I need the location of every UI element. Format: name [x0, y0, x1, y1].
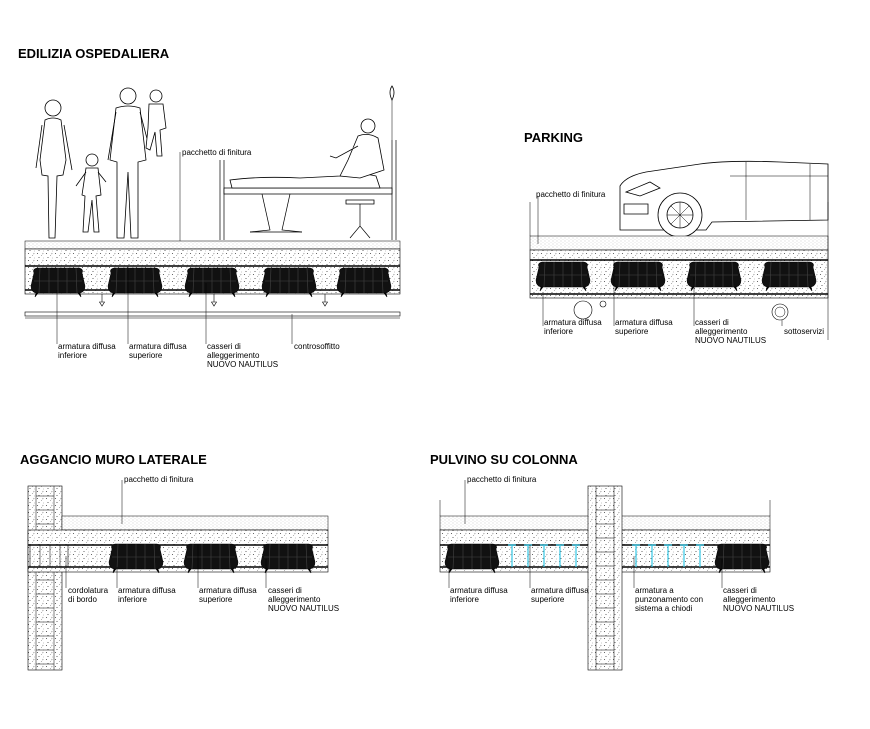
label-formwork-1: casseri di [207, 342, 241, 351]
label-formwork-2: alleggerimento [695, 327, 748, 336]
label-upper-rebar-2: superiore [129, 351, 163, 360]
label-formwork-3: NUOVO NAUTILUS [268, 604, 339, 613]
label-formwork-2: alleggerimento [268, 595, 321, 604]
label-lower-rebar-1: armatura diffusa [450, 586, 508, 595]
label-upper-rebar-2: superiore [199, 595, 233, 604]
label-punching-1: armatura a [635, 586, 674, 595]
label-lower-rebar-1: armatura diffusa [118, 586, 176, 595]
label-upper-rebar-2: superiore [615, 327, 649, 336]
label-formwork-1: casseri di [268, 586, 302, 595]
label-formwork-2: alleggerimento [723, 595, 776, 604]
label-formwork-2: alleggerimento [207, 351, 260, 360]
label-finish: pacchetto di finitura [536, 190, 606, 199]
hospital-bed-illustration [219, 85, 397, 240]
section-title-column: PULVINO SU COLONNA [430, 452, 578, 467]
label-formwork-3: NUOVO NAUTILUS [207, 360, 278, 369]
section-wall: AGGANCIO MURO LATERALE pacchetto di fini… [20, 452, 339, 671]
label-upper-rebar-1: armatura diffusa [129, 342, 187, 351]
label-formwork-1: casseri di [695, 318, 729, 327]
label-finish: pacchetto di finitura [124, 475, 194, 484]
label-upper-rebar-1: armatura diffusa [615, 318, 673, 327]
label-ceiling: controsoffitto [294, 342, 340, 351]
label-services: sottoservizi [784, 327, 824, 336]
label-lower-rebar-2: inferiore [544, 327, 573, 336]
punching-shear-studs [508, 544, 704, 567]
label-lower-rebar-2: inferiore [118, 595, 147, 604]
label-lower-rebar-2: inferiore [58, 351, 87, 360]
section-title-wall: AGGANCIO MURO LATERALE [20, 452, 207, 467]
label-finish: pacchetto di finitura [467, 475, 537, 484]
label-formwork-1: casseri di [723, 586, 757, 595]
label-upper-rebar-2: superiore [531, 595, 565, 604]
car-illustration [619, 160, 829, 238]
label-punching-3: sistema a chiodi [635, 604, 693, 613]
people-illustration [35, 87, 167, 239]
section-column: PULVINO SU COLONNA pacchetto di finitura… [430, 452, 794, 671]
label-curb-1: cordolatura [68, 586, 109, 595]
label-lower-rebar-1: armatura diffusa [58, 342, 116, 351]
label-upper-rebar-1: armatura diffusa [531, 586, 589, 595]
section-hospital: EDILIZIA OSPEDALIERA [18, 46, 401, 369]
label-formwork-3: NUOVO NAUTILUS [695, 336, 766, 345]
label-formwork-3: NUOVO NAUTILUS [723, 604, 794, 613]
label-lower-rebar-1: armatura diffusa [544, 318, 602, 327]
section-title-hospital: EDILIZIA OSPEDALIERA [18, 46, 170, 61]
label-curb-2: di bordo [68, 595, 97, 604]
label-upper-rebar-1: armatura diffusa [199, 586, 257, 595]
section-title-parking: PARKING [524, 130, 583, 145]
label-lower-rebar-2: inferiore [450, 595, 479, 604]
section-parking: PARKING pacchetto di fi [524, 130, 829, 345]
label-punching-2: punzonamento con [635, 595, 703, 604]
label-finish: pacchetto di finitura [182, 148, 252, 157]
